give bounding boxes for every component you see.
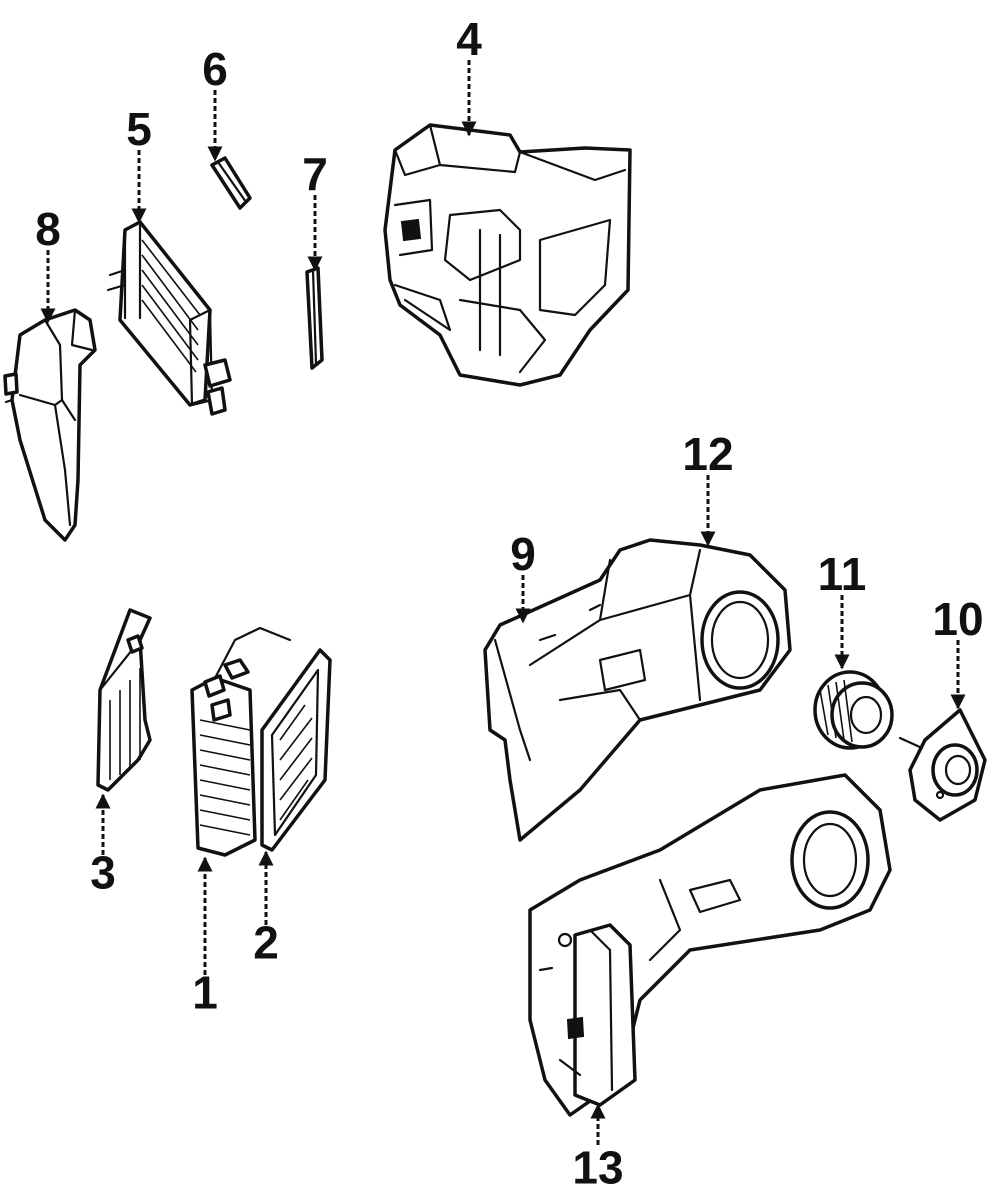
part-8-duct bbox=[3, 308, 97, 542]
part-5-heater-core bbox=[106, 220, 232, 416]
part-7-seal-strip bbox=[305, 266, 324, 370]
part-2-case-gasket bbox=[260, 648, 332, 852]
callout-3: 3 bbox=[90, 847, 116, 899]
leader-lines bbox=[40, 60, 966, 1145]
part-13-blower-case-lower bbox=[528, 773, 892, 1117]
part-3-bracket bbox=[96, 608, 152, 792]
callout-7: 7 bbox=[302, 148, 328, 200]
part-11-blower-wheel bbox=[813, 670, 894, 750]
callout-2: 2 bbox=[253, 917, 279, 969]
part-6-seal bbox=[210, 156, 252, 210]
callout-11: 11 bbox=[818, 548, 867, 600]
part-10-blower-motor bbox=[898, 708, 987, 822]
part-1-evaporator-core bbox=[190, 626, 292, 857]
callout-10: 10 bbox=[932, 593, 983, 645]
part-9-12-blower-case-upper bbox=[483, 538, 792, 842]
callout-1: 1 bbox=[192, 967, 218, 1019]
callout-labels: 1 2 3 4 5 6 7 8 9 10 11 12 13 bbox=[35, 13, 983, 1194]
callout-5: 5 bbox=[126, 103, 152, 155]
callout-4: 4 bbox=[456, 13, 482, 65]
callout-9: 9 bbox=[510, 528, 536, 580]
callout-13: 13 bbox=[572, 1142, 623, 1194]
part-4-heater-case bbox=[383, 123, 632, 387]
callout-6: 6 bbox=[202, 43, 228, 95]
callout-12: 12 bbox=[682, 428, 733, 480]
callout-8: 8 bbox=[35, 203, 61, 255]
